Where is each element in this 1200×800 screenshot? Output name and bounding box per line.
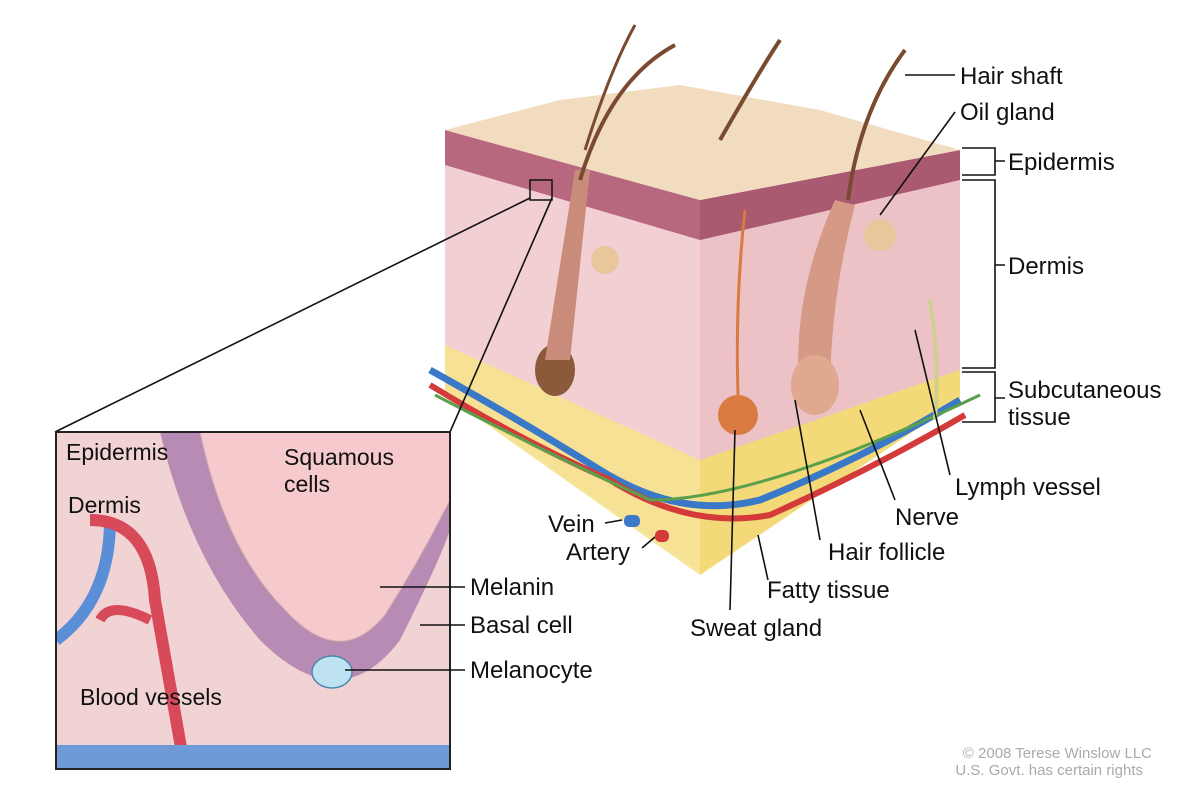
- label-lymph-vessel: Lymph vessel: [955, 474, 1101, 501]
- blood-vessel-bottom: [56, 745, 450, 769]
- inset-label-epidermis: Epidermis: [66, 439, 168, 465]
- leader-fatty: [757, 534, 769, 581]
- label-sweat-gland: Sweat gland: [690, 615, 822, 642]
- copyright-line-2: U.S. Govt. has certain rights: [955, 762, 1143, 779]
- label-hair-shaft: Hair shaft: [960, 63, 1063, 90]
- label-fatty-tissue: Fatty tissue: [767, 577, 890, 604]
- hair-follicle-left: [545, 170, 590, 360]
- skin-block: [428, 24, 981, 575]
- zoom-region-marker: [529, 179, 553, 201]
- vein-end: [624, 515, 640, 527]
- label-epidermis: Epidermis: [1008, 149, 1115, 176]
- leader-hair-follicle: [794, 399, 821, 541]
- artery-vessel: [428, 382, 967, 522]
- artery-end: [655, 530, 669, 542]
- label-subcutaneous: Subcutaneous: [1008, 377, 1161, 404]
- label-basal-cell: Basal cell: [470, 612, 573, 639]
- oil-gland: [864, 219, 896, 251]
- leader-lymph: [914, 329, 951, 476]
- label-oil-gland: Oil gland: [960, 99, 1055, 126]
- label-dermis: Dermis: [1008, 253, 1084, 280]
- hair-follicle-right: [798, 200, 855, 395]
- sweat-gland: [718, 395, 758, 435]
- inset-label-blood-vessels: Blood vessels: [80, 684, 222, 710]
- epidermis-right: [700, 150, 960, 240]
- label-nerve: Nerve: [895, 504, 959, 531]
- copyright-line-1: © 2008 Terese Winslow LLC: [963, 745, 1152, 762]
- vein-vessel: [428, 366, 962, 510]
- inset-label-cells: cells: [284, 471, 330, 497]
- bracket-epidermis: [962, 147, 1005, 176]
- lymph-vessel: [928, 299, 939, 421]
- leader-sweat: [729, 429, 736, 611]
- label-vein: Vein: [548, 511, 595, 538]
- inset-connector-right: [449, 197, 553, 433]
- blood-vessel-artery: [89, 514, 191, 769]
- label-melanocyte: Melanocyte: [470, 657, 593, 684]
- leader-oil-gland: [879, 111, 956, 216]
- skin-surface: [445, 85, 960, 200]
- leader-vein: [604, 519, 623, 524]
- hair-shaft-3: [718, 38, 782, 141]
- label-melanin: Melanin: [470, 574, 554, 601]
- leader-artery: [641, 536, 656, 549]
- sweat-duct: [735, 209, 747, 396]
- blood-vessel-artery-branch: [95, 605, 153, 625]
- label-hair-follicle: Hair follicle: [828, 539, 945, 566]
- hair-bulb-right: [791, 355, 839, 415]
- hair-shaft-2: [846, 48, 907, 201]
- melanocyte: [311, 655, 353, 689]
- nerve-vessel: [434, 393, 981, 502]
- oil-gland: [591, 246, 619, 274]
- squamous-layer: [199, 432, 450, 642]
- bracket-dermis: [962, 179, 1005, 369]
- inset-label-dermis: Dermis: [68, 492, 141, 518]
- hair-shaft-4: [583, 24, 637, 151]
- leader-nerve: [859, 409, 896, 501]
- blood-vessel-vein: [56, 519, 116, 645]
- epidermis-left: [445, 130, 700, 240]
- inset-label-squamous: Squamous: [284, 444, 394, 470]
- inset-magnified-view: Epidermis Dermis Squamous cells Blood ve…: [55, 431, 451, 770]
- hair-shaft-1: [578, 43, 676, 181]
- label-tissue: tissue: [1008, 404, 1071, 431]
- label-artery: Artery: [566, 539, 630, 566]
- bracket-subcutaneous: [962, 371, 1005, 423]
- inset-connector-left: [54, 197, 531, 433]
